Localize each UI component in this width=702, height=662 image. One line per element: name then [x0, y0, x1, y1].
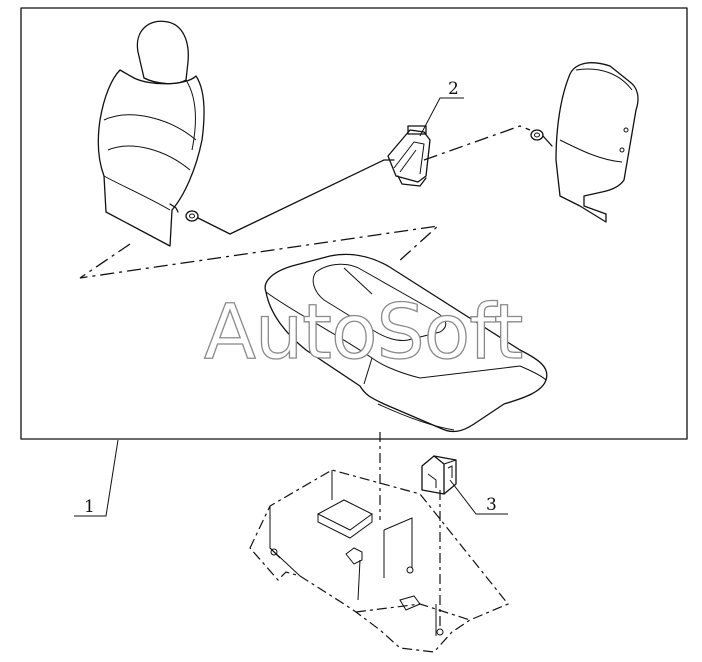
callout-1-label: 1	[84, 497, 95, 517]
callout-3-leader	[449, 479, 508, 515]
bracket-part	[387, 125, 431, 187]
callout-1-leader	[74, 439, 119, 517]
assembly-leader-dash	[79, 225, 441, 279]
watermark-text: AutoSoft	[204, 287, 522, 376]
assembly-frame	[20, 7, 688, 440]
left-connection-line	[197, 159, 395, 235]
callout-2-label: 2	[448, 79, 459, 99]
right-connection-dash	[423, 125, 531, 161]
callout-3-label: 3	[486, 495, 497, 515]
floor-panel	[249, 469, 509, 653]
right-backrest	[530, 62, 639, 223]
callout-2-leader	[419, 97, 464, 137]
left-backrest	[97, 20, 205, 247]
seat-cushion	[264, 253, 548, 433]
mounting-block-part	[421, 455, 457, 495]
